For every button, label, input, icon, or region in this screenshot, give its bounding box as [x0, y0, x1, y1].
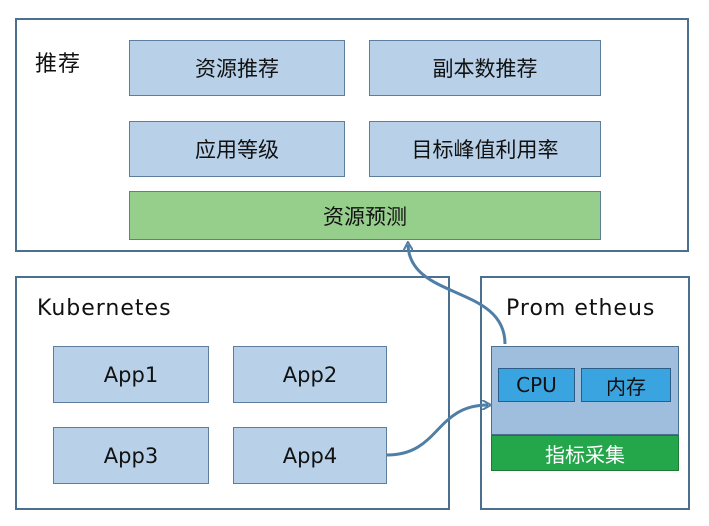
- metrics-collect-box: 指标采集: [491, 435, 679, 471]
- target-peak-utilization-box: 目标峰值利用率: [369, 121, 601, 177]
- app2-box: App2: [233, 346, 387, 403]
- prometheus-title: Prom etheus: [506, 296, 656, 321]
- replica-recommend-box: 副本数推荐: [369, 40, 601, 96]
- app-level-box: 应用等级: [129, 121, 345, 177]
- cpu-chip: CPU: [498, 368, 575, 402]
- resource-recommend-box: 资源推荐: [129, 40, 345, 96]
- recommend-title: 推荐: [35, 52, 82, 77]
- memory-chip: 内存: [581, 368, 671, 402]
- resource-prediction-box: 资源预测: [129, 191, 601, 240]
- app1-box: App1: [53, 346, 209, 403]
- app4-box: App4: [233, 427, 387, 484]
- app3-box: App3: [53, 427, 209, 484]
- kubernetes-title: Kubernetes: [37, 296, 172, 321]
